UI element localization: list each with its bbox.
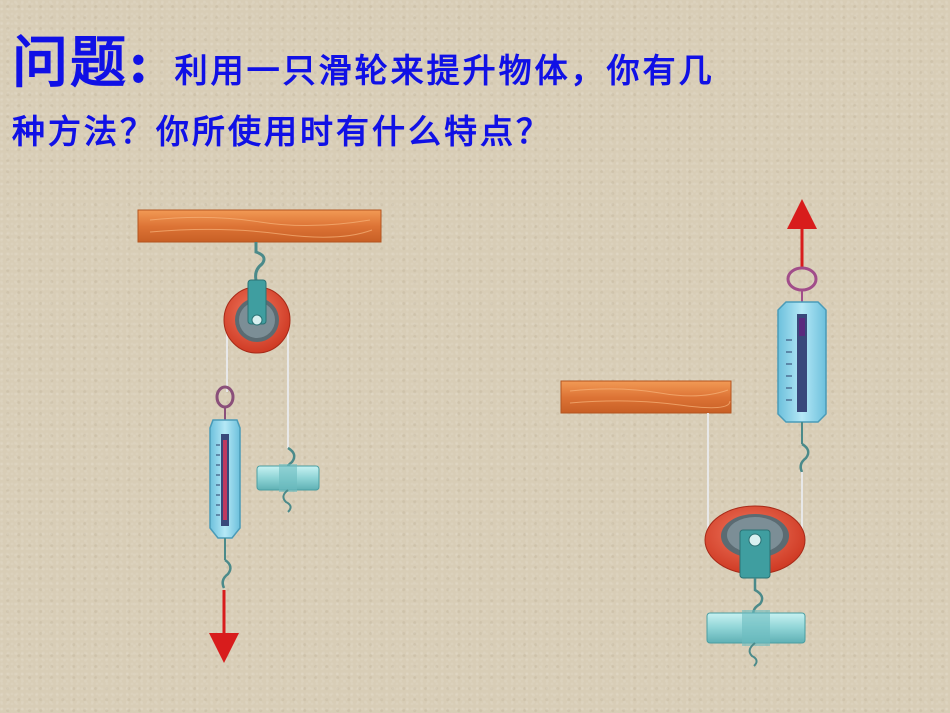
question-label: 问题 xyxy=(12,30,128,96)
question-block: 问题 : 利用一只滑轮来提升物体，你有几 种方法？你所使用时有什么特点？ xyxy=(12,18,912,153)
movable-pulley-figure xyxy=(560,199,827,667)
fixed-pulley-figure xyxy=(137,209,382,663)
ring-icon xyxy=(786,266,818,292)
ring-icon xyxy=(215,385,235,409)
question-colon: : xyxy=(128,30,149,96)
hook-icon xyxy=(221,558,232,589)
question-line-1: 问题 : 利用一只滑轮来提升物体，你有几 xyxy=(12,18,912,99)
question-text-line-2: 种方法？你所使用时有什么特点？ xyxy=(12,112,552,151)
hook-icon xyxy=(254,242,266,281)
ceiling-board xyxy=(137,209,382,243)
question-text-line-1: 利用一只滑轮来提升物体，你有几 xyxy=(174,51,715,90)
side-board xyxy=(560,380,732,414)
hook-icon xyxy=(799,442,810,473)
